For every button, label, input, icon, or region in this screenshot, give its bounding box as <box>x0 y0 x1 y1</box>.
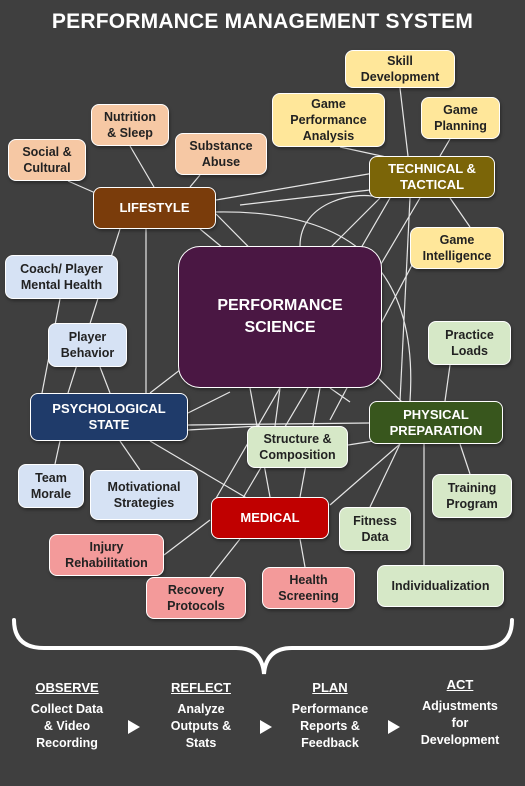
plan-heading: PLAN <box>312 680 348 695</box>
social-cultural-node: Social & Cultural <box>8 139 86 181</box>
medical-node: MEDICAL <box>211 497 329 539</box>
nutrition-sleep-node: Nutrition & Sleep <box>91 104 169 146</box>
reflect-step: REFLECT Analyze Outputs & Stats <box>146 680 256 752</box>
recovery-protocols-node: Recovery Protocols <box>146 577 246 619</box>
arrow-icon <box>388 720 400 734</box>
motivational-strategies-node: Motivational Strategies <box>90 470 198 520</box>
structure-composition-node: Structure & Composition <box>247 426 348 468</box>
psychological-state-node: PSYCHOLOGICAL STATE <box>30 393 188 441</box>
fitness-data-node: Fitness Data <box>339 507 411 551</box>
act-heading: ACT <box>446 677 474 692</box>
injury-rehabilitation-node: Injury Rehabilitation <box>49 534 164 576</box>
act-text: Adjustments for Development <box>420 699 500 747</box>
game-planning-node: Game Planning <box>421 97 500 139</box>
reflect-text: Analyze Outputs & Stats <box>170 702 232 750</box>
reflect-heading: REFLECT <box>171 680 231 695</box>
practice-loads-node: Practice Loads <box>428 321 511 365</box>
player-behavior-node: Player Behavior <box>48 323 127 367</box>
coach-player-mental-health-node: Coach/ Player Mental Health <box>5 255 118 299</box>
observe-heading: OBSERVE <box>35 680 99 695</box>
skill-development-node: Skill Development <box>345 50 455 88</box>
performance-science-node: PERFORMANCE SCIENCE <box>178 246 382 388</box>
health-screening-node: Health Screening <box>262 567 355 609</box>
arrow-icon <box>128 720 140 734</box>
team-morale-node: Team Morale <box>18 464 84 508</box>
game-intelligence-node: Game Intelligence <box>410 227 504 269</box>
act-step: ACT Adjustments for Development <box>405 677 515 749</box>
diagram-title: PERFORMANCE MANAGEMENT SYSTEM <box>51 10 474 33</box>
arrow-icon <box>260 720 272 734</box>
observe-text: Collect Data & Video Recording <box>30 702 104 750</box>
substance-abuse-node: Substance Abuse <box>175 133 267 175</box>
plan-text: Performance Reports & Feedback <box>291 702 369 750</box>
game-performance-analysis-node: Game Performance Analysis <box>272 93 385 147</box>
lifestyle-node: LIFESTYLE <box>93 187 216 229</box>
observe-step: OBSERVE Collect Data & Video Recording <box>12 680 122 752</box>
technical-tactical-node: TECHNICAL & TACTICAL <box>369 156 495 198</box>
physical-preparation-node: PHYSICAL PREPARATION <box>369 401 503 444</box>
training-program-node: Training Program <box>432 474 512 518</box>
plan-step: PLAN Performance Reports & Feedback <box>275 680 385 752</box>
individualization-node: Individualization <box>377 565 504 607</box>
